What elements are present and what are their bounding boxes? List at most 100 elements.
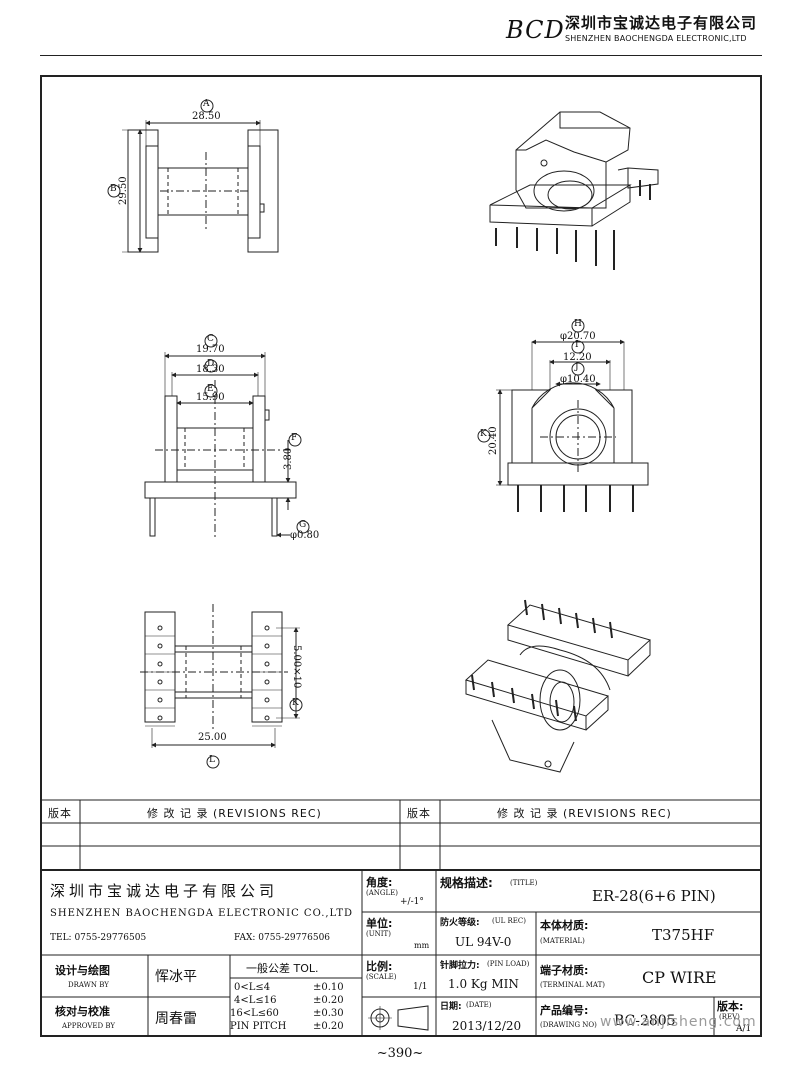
- dim-Kb-value: 5.00×10: [291, 645, 302, 689]
- top-view: [122, 120, 279, 253]
- dim-L-value: 25.00: [198, 732, 227, 743]
- bottom-view: [140, 604, 288, 730]
- titleblock-company-en: SHENZHEN BAOCHENGDA ELECTRONIC CO.,LTD: [50, 908, 354, 919]
- pinload-label-en: (PIN LOAD): [487, 960, 530, 968]
- ul-label-cn: 防火等级:: [440, 918, 480, 928]
- titleblock-fax: FAX: 0755-29776506: [234, 933, 331, 943]
- unit-label-cn: 单位:: [366, 917, 393, 930]
- company-name-en: SHENZHEN BAOCHENGDA ELECTRONIC,LTD: [565, 34, 747, 43]
- date-label-cn: 日期:: [440, 1002, 462, 1012]
- rev-label-en: (REV): [719, 1013, 740, 1021]
- pin-hole: [157, 715, 163, 721]
- bottom-view-dims: [151, 627, 300, 748]
- unit-label-en: (UNIT): [366, 930, 391, 938]
- rev-value: A/1: [736, 1024, 752, 1034]
- isometric-view-upper: [489, 111, 659, 270]
- rev-label-cn: 版本:: [717, 1000, 744, 1013]
- page-number: ~390~: [376, 1046, 424, 1061]
- pin-hole: [264, 679, 270, 685]
- scale-label-cn: 比例:: [366, 960, 393, 973]
- dim-J-letter: J: [575, 362, 579, 372]
- revision-version-header-left: 版本: [48, 807, 72, 820]
- dim-L-letter: L: [209, 755, 215, 765]
- dim-G-value: φ0.80: [290, 530, 320, 541]
- drawno-label-en: (DRAWING NO): [540, 1021, 597, 1029]
- tol-range-1: 4<L≤16: [234, 995, 277, 1006]
- tol-val-0: ±0.10: [313, 982, 344, 993]
- tol-val-2: ±0.30: [313, 1008, 344, 1019]
- terminal-label-en: (TERMINAL MAT): [540, 981, 606, 989]
- tol-val-3: ±0.20: [313, 1021, 344, 1032]
- dim-B-letter: B: [110, 184, 117, 194]
- terminal-label-cn: 端子材质:: [540, 964, 589, 977]
- pin-hole: [264, 661, 270, 667]
- watermark: www.anjisheng.com: [600, 1014, 757, 1030]
- pinload-value: 1.0 Kg MIN: [448, 977, 519, 991]
- dim-F-value: 3.80: [283, 447, 294, 470]
- bottom-view-pins: [145, 625, 282, 727]
- material-value: T375HF: [652, 926, 715, 944]
- dim-A-value: 28.50: [192, 111, 221, 122]
- tol-val-1: ±0.20: [313, 995, 344, 1006]
- drawno-label-cn: 产品编号:: [540, 1004, 589, 1017]
- pin-hole: [157, 697, 163, 703]
- pinload-label-cn: 针脚拉力:: [440, 961, 480, 971]
- revision-record-header-right: 修 改 记 录 (REVISIONS REC): [497, 807, 672, 820]
- tol-range-2: 16<L≤60: [230, 1008, 279, 1019]
- scale-label-en: (SCALE): [366, 973, 397, 981]
- material-label-cn: 本体材质:: [540, 919, 589, 932]
- dim-J-value: φ10.40: [560, 374, 596, 385]
- titleblock-company-cn: 深圳市宝诚达电子有限公司: [50, 882, 279, 900]
- approved-name: 周春雷: [155, 1011, 197, 1027]
- title-value: ER-28(6+6 PIN): [592, 887, 716, 905]
- titleblock-tel: TEL: 0755-29776505: [50, 933, 147, 943]
- scale-value: 1/1: [413, 982, 428, 992]
- pin-hole: [157, 661, 163, 667]
- front-view: [144, 352, 297, 540]
- dim-H-letter: H: [574, 319, 582, 329]
- approved-label-en: APPROVED BY: [62, 1022, 116, 1030]
- pin-hole: [157, 643, 163, 649]
- date-value: 2013/12/20: [452, 1019, 522, 1033]
- pin-hole: [264, 697, 270, 703]
- revision-version-header-right: 版本: [407, 807, 431, 820]
- dim-D-letter: D: [207, 359, 215, 369]
- pin-hole: [157, 679, 163, 685]
- pin-hole: [264, 715, 270, 721]
- company-name-cn: 深圳市宝诚达电子有限公司: [565, 14, 758, 32]
- table-grid: [40, 799, 762, 1037]
- unit-value: mm: [414, 941, 430, 950]
- dim-A-letter: A: [203, 99, 210, 109]
- dim-I-value: 12.20: [563, 352, 592, 363]
- dim-C-letter: C: [207, 334, 214, 344]
- terminal-value: CP WIRE: [642, 968, 717, 987]
- dim-F-letter: F: [291, 433, 298, 443]
- pin-hole: [264, 625, 270, 631]
- dim-Kb-letter: K: [292, 698, 299, 708]
- tol-range-3: PIN PITCH: [230, 1021, 287, 1032]
- dim-E-letter: E: [207, 384, 214, 394]
- header-rule: [40, 55, 762, 56]
- material-label-en: (MATERIAL): [540, 937, 585, 945]
- title-label-cn: 规格描述:: [440, 876, 493, 890]
- tolerance-title: 一般公差 TOL.: [246, 962, 319, 975]
- isometric-view-lower: [465, 599, 651, 773]
- date-label-en: (DATE): [466, 1001, 492, 1009]
- drawing-frame: [40, 75, 762, 1037]
- revision-record-header-left: 修 改 记 录 (REVISIONS REC): [147, 807, 322, 820]
- drawn-label-cn: 设计与绘图: [55, 964, 110, 977]
- dim-H-value: φ20.70: [560, 331, 596, 342]
- dim-K-value: 20.40: [488, 426, 499, 455]
- side-view: [496, 339, 649, 512]
- dim-E-value: 15.90: [196, 392, 225, 403]
- dim-D-value: 18.30: [196, 364, 225, 375]
- angle-label-cn: 角度:: [366, 876, 393, 889]
- title-label-en: (TITLE): [510, 879, 538, 887]
- tol-range-0: 0<L≤4: [234, 982, 271, 993]
- ul-value: UL 94V-0: [455, 935, 512, 949]
- drawn-name: 恽冰平: [155, 969, 197, 985]
- drawn-label-en: DRAWN BY: [68, 981, 109, 989]
- angle-label-en: (ANGLE): [366, 889, 398, 897]
- drawno-value: BC-2805: [614, 1013, 676, 1029]
